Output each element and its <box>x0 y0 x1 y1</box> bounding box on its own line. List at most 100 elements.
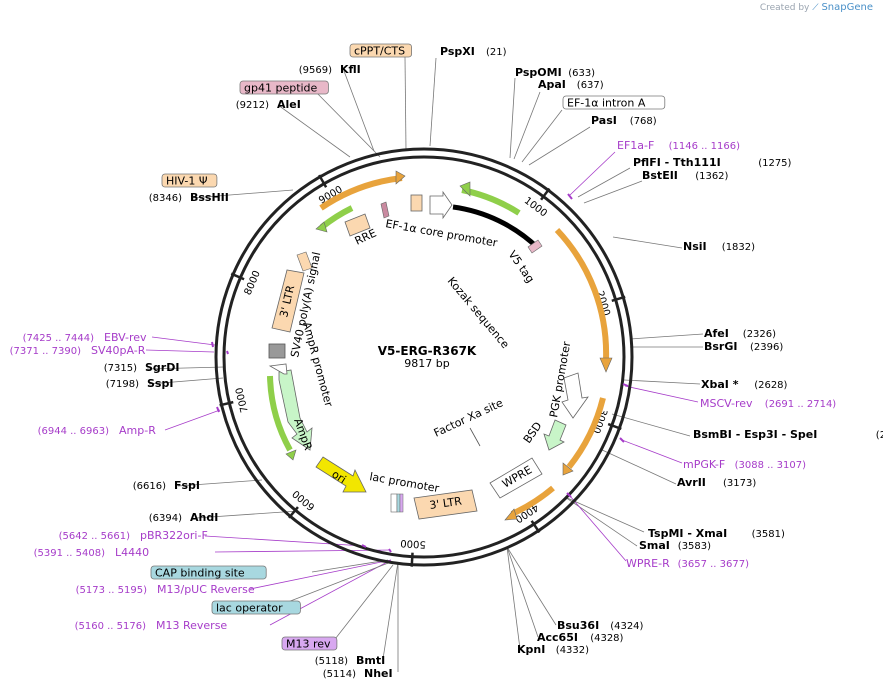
enzyme-position: (1275) <box>758 158 791 169</box>
enzyme-site: KpnI (4332) <box>517 643 589 656</box>
label-factor-xa: Factor Xa site <box>432 396 506 439</box>
ef1a-intron-arrow <box>429 190 453 220</box>
enzyme-site: AhdI(6394) <box>149 511 219 524</box>
enzyme-position: (2901) <box>876 430 883 441</box>
enzyme-position: (2396) <box>750 342 783 353</box>
pgk-promoter-arrow <box>561 372 589 419</box>
enzyme-name: KflI <box>340 63 361 76</box>
lac-operator-box <box>396 493 401 513</box>
tick-mark-2000 <box>611 295 626 303</box>
enzyme-name: Acc65I <box>537 631 578 644</box>
label-bsd: BSD <box>521 420 545 446</box>
primer-marks <box>211 193 629 553</box>
primer-position: (2691 .. 2714) <box>765 399 837 410</box>
enzyme-position: (3581) <box>752 529 785 540</box>
enzyme-position: (7315) <box>104 363 137 374</box>
enzyme-position: (3173) <box>723 478 756 489</box>
orange-arc-right-lower <box>566 397 606 469</box>
tick-mark-4000 <box>530 520 541 534</box>
boxed-label-bg <box>161 173 218 188</box>
gp41-box <box>380 201 390 219</box>
enzyme-position: (21) <box>486 47 507 58</box>
enzyme-site: PflFI - Tth111I (1275) <box>633 156 792 169</box>
enzyme-position: (6616) <box>133 481 166 492</box>
enzyme-site: AvrII (3173) <box>677 476 756 489</box>
enzyme-position: (4332) <box>556 645 589 656</box>
enzyme-name: SmaI <box>639 539 670 552</box>
ampr-promoter-arrow <box>268 363 288 375</box>
enzyme-position: (4324) <box>610 621 643 632</box>
enzyme-name: AvrII <box>677 476 706 489</box>
enzyme-position: (2326) <box>743 329 776 340</box>
enzyme-site: KflI(9569) <box>299 63 361 76</box>
enzyme-name: PspOMI <box>515 66 562 79</box>
enzyme-name: NsiI <box>683 240 707 253</box>
primer-site: pBR322ori-F(5642 .. 5661) <box>59 529 208 542</box>
boxed-label: HIV-1 Ψ <box>166 175 208 188</box>
enzyme-site: TspMI - XmaI (3581) <box>648 527 785 540</box>
tick-label-7000: 7000 <box>234 386 251 413</box>
primer-name: L4440 <box>115 546 149 559</box>
label-ef1a-core: EF-1α core promoter <box>384 217 498 250</box>
primer-name: MSCV-rev <box>700 397 753 410</box>
enzyme-name: KpnI <box>517 643 545 656</box>
tick-mark-6000 <box>287 506 299 519</box>
boxed-label: EF-1α intron A <box>567 97 646 110</box>
primer-name: mPGK-F <box>683 458 725 471</box>
enzyme-labels: PspXI(21)PspOMI(633)ApaI(637)PasI(768)Pf… <box>104 45 883 680</box>
enzyme-name: FspI <box>174 479 200 492</box>
primer-name: WPRE-R <box>626 557 670 570</box>
enzyme-name: NheI <box>364 667 393 680</box>
enzyme-site: Acc65I (4328) <box>537 631 624 644</box>
boxed-label-bg <box>281 636 338 651</box>
bsd-arrow <box>543 419 567 451</box>
primer-name: EF1a-F <box>617 139 654 152</box>
enzyme-site: BsrGI(2396) <box>704 340 783 353</box>
primer-site: WPRE-R(3657 .. 3677) <box>626 557 749 570</box>
v5-tag-box <box>527 239 543 254</box>
primer-name: M13/pUC Reverse <box>157 583 255 596</box>
enzyme-name: AhdI <box>190 511 218 524</box>
primer-site: EBV-rev(7425 .. 7444) <box>23 331 147 344</box>
boxed-label: gp41 peptide <box>244 82 318 95</box>
enzyme-site: ApaI(637) <box>538 78 604 91</box>
primer-site: EF1a-F(1146 .. 1166) <box>617 139 740 152</box>
boxed-label-bg <box>239 80 329 95</box>
enzyme-site: FspI (6616) <box>133 479 200 492</box>
ampr-arrow <box>278 369 313 451</box>
enzyme-name: PflFI - Tth111I <box>633 156 721 169</box>
primer-name: SV40pA-R <box>91 344 146 357</box>
enzyme-name: XbaI * <box>701 378 739 391</box>
enzyme-site: BstEII(1362) <box>642 169 729 182</box>
enzyme-name: TspMI - XmaI <box>648 527 727 540</box>
enzyme-site: Bsu36I (4324) <box>557 619 644 632</box>
leader-lines <box>146 56 704 672</box>
primer-site: L4440 (5391 .. 5408) <box>34 546 150 559</box>
tick-marks <box>219 174 626 567</box>
boxed-label-bg <box>349 43 412 58</box>
label-lac: lac promoter <box>368 470 440 495</box>
enzyme-site: BmtI(5118) <box>315 654 385 667</box>
label-kozak: Kozak sequence <box>445 275 512 352</box>
primer-position: (5160 .. 5176) <box>75 621 147 632</box>
tick-mark-7000 <box>219 400 234 407</box>
enzyme-site: PspXI(21) <box>440 45 507 58</box>
enzyme-name: AleI <box>277 98 301 111</box>
rre-box <box>344 213 371 237</box>
primer-site: mPGK-F(3088 .. 3107) <box>683 458 806 471</box>
ltr3-bottom-box <box>413 489 478 520</box>
enzyme-site: XbaI *(2628) <box>701 378 788 391</box>
gene-arc <box>452 204 540 250</box>
primer-site: Amp-R(6944 .. 6963) <box>38 424 157 437</box>
enzyme-name: Bsu36I <box>557 619 599 632</box>
boxed-label: lac operator <box>216 602 283 615</box>
hiv-psi-box <box>296 251 313 272</box>
primer-position: (5642 .. 5661) <box>59 531 131 542</box>
enzyme-position: (4328) <box>590 633 623 644</box>
enzyme-position: (3583) <box>678 541 711 552</box>
backbone <box>214 147 634 567</box>
primer-position: (7425 .. 7444) <box>23 333 95 344</box>
primer-position: (5391 .. 5408) <box>34 548 106 559</box>
enzyme-position: (1362) <box>695 171 728 182</box>
